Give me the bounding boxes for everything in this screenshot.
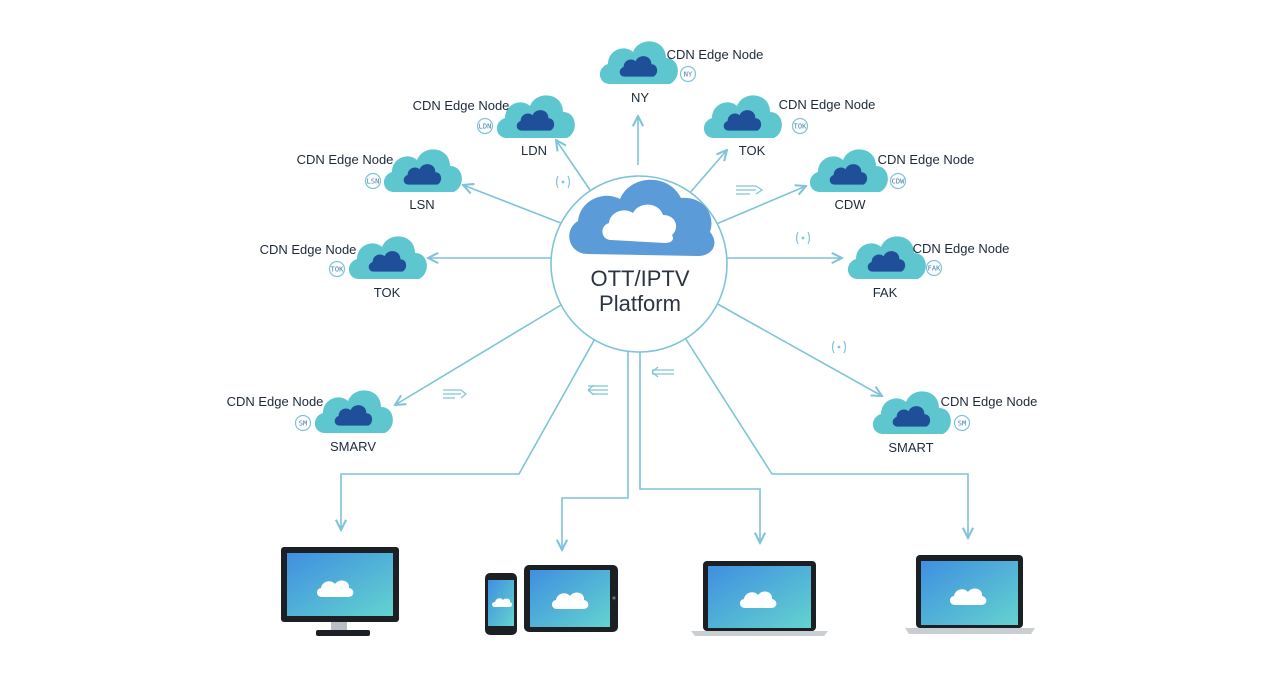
badge-label: LSN xyxy=(367,178,380,186)
laptop-icon xyxy=(691,561,828,636)
badge-label: LDN xyxy=(479,123,492,131)
devices xyxy=(281,547,1035,636)
laptop-icon xyxy=(905,555,1035,634)
edge-node-location-code: SMART xyxy=(888,440,933,455)
edge-node-location-code: LDN xyxy=(521,143,547,158)
edge-node-title: CDN Edge Node xyxy=(413,98,510,113)
connector-smart xyxy=(713,301,882,396)
smartphone-icon xyxy=(485,573,517,635)
cdn-cloud-icon xyxy=(809,149,888,192)
edge-node-location-code: LSN xyxy=(409,197,434,212)
connector-device-3 xyxy=(639,335,760,543)
location-badge-icon: LDN xyxy=(476,117,494,135)
signal-mark xyxy=(555,175,571,189)
edge-node-location-code: CDW xyxy=(834,197,866,212)
signal-mark xyxy=(795,231,811,245)
location-badge-icon: LSN xyxy=(364,172,382,190)
badge-label: NY xyxy=(684,71,693,79)
edge-node-title: CDN Edge Node xyxy=(297,152,394,167)
stream-mark xyxy=(736,185,764,195)
platform: OTT/IPTV Platform xyxy=(550,175,728,353)
connector-tok-top xyxy=(687,150,727,196)
cdn-cloud-icon xyxy=(847,236,926,279)
location-badge-icon: TOK xyxy=(791,117,809,135)
platform-title-line1: OTT/IPTV xyxy=(591,266,690,291)
edge-node-title: CDN Edge Node xyxy=(878,152,975,167)
edge-node-location-code: TOK xyxy=(374,285,401,300)
location-badge-icon: SM xyxy=(953,414,971,432)
connector-device-2 xyxy=(562,335,629,550)
badge-label: TOK xyxy=(794,123,807,131)
connector-cdw xyxy=(713,186,806,226)
connector-smarv xyxy=(395,301,567,405)
edge-node-location-code: FAK xyxy=(873,285,898,300)
tablet-icon xyxy=(524,565,618,632)
signal-mark xyxy=(831,340,847,354)
signal-marks xyxy=(443,175,847,399)
stream-mark xyxy=(651,366,674,378)
connector-device-4 xyxy=(679,329,968,538)
edge-node-location-code: SMARV xyxy=(330,439,376,454)
cdn-cloud-icon xyxy=(703,95,782,138)
edge-node-title: CDN Edge Node xyxy=(227,394,324,409)
badge-label: TOK xyxy=(331,266,344,274)
connector-lsn xyxy=(463,185,567,226)
edge-node-title: CDN Edge Node xyxy=(779,97,876,112)
location-badge-icon: NY xyxy=(679,65,697,83)
cdn-cloud-icon xyxy=(872,391,951,434)
badge-label: SM xyxy=(299,420,307,428)
edge-node-location-code: NY xyxy=(631,90,649,105)
connector-device-1 xyxy=(341,327,602,530)
cdn-cloud-icon xyxy=(496,95,575,138)
stream-mark xyxy=(587,384,608,396)
cdn-cloud-icon xyxy=(383,149,462,192)
location-badge-icon: SM xyxy=(294,414,312,432)
location-badge-icon: CDW xyxy=(889,172,907,190)
desktop-monitor-icon xyxy=(281,547,399,636)
platform-cloud-icon xyxy=(569,179,715,256)
platform-title-line2: Platform xyxy=(599,291,681,316)
connector-ldn xyxy=(556,140,591,191)
edge-node-title: CDN Edge Node xyxy=(667,47,764,62)
edge-node-title: CDN Edge Node xyxy=(260,242,357,257)
badge-label: SM xyxy=(958,420,966,428)
stream-mark xyxy=(443,389,467,399)
location-badge-icon: FAK xyxy=(925,259,943,277)
device-connectors xyxy=(341,327,968,550)
badge-label: CDW xyxy=(892,178,905,186)
cdn-cloud-icon xyxy=(314,390,393,433)
edge-node-title: CDN Edge Node xyxy=(941,394,1038,409)
cdn-cloud-icon xyxy=(599,41,678,84)
badge-label: FAK xyxy=(928,265,941,273)
edge-connectors xyxy=(395,116,882,405)
edge-node-title: CDN Edge Node xyxy=(913,241,1010,256)
location-badge-icon: TOK xyxy=(328,260,346,278)
edge-node-location-code: TOK xyxy=(739,143,766,158)
cdn-cloud-icon xyxy=(348,236,427,279)
